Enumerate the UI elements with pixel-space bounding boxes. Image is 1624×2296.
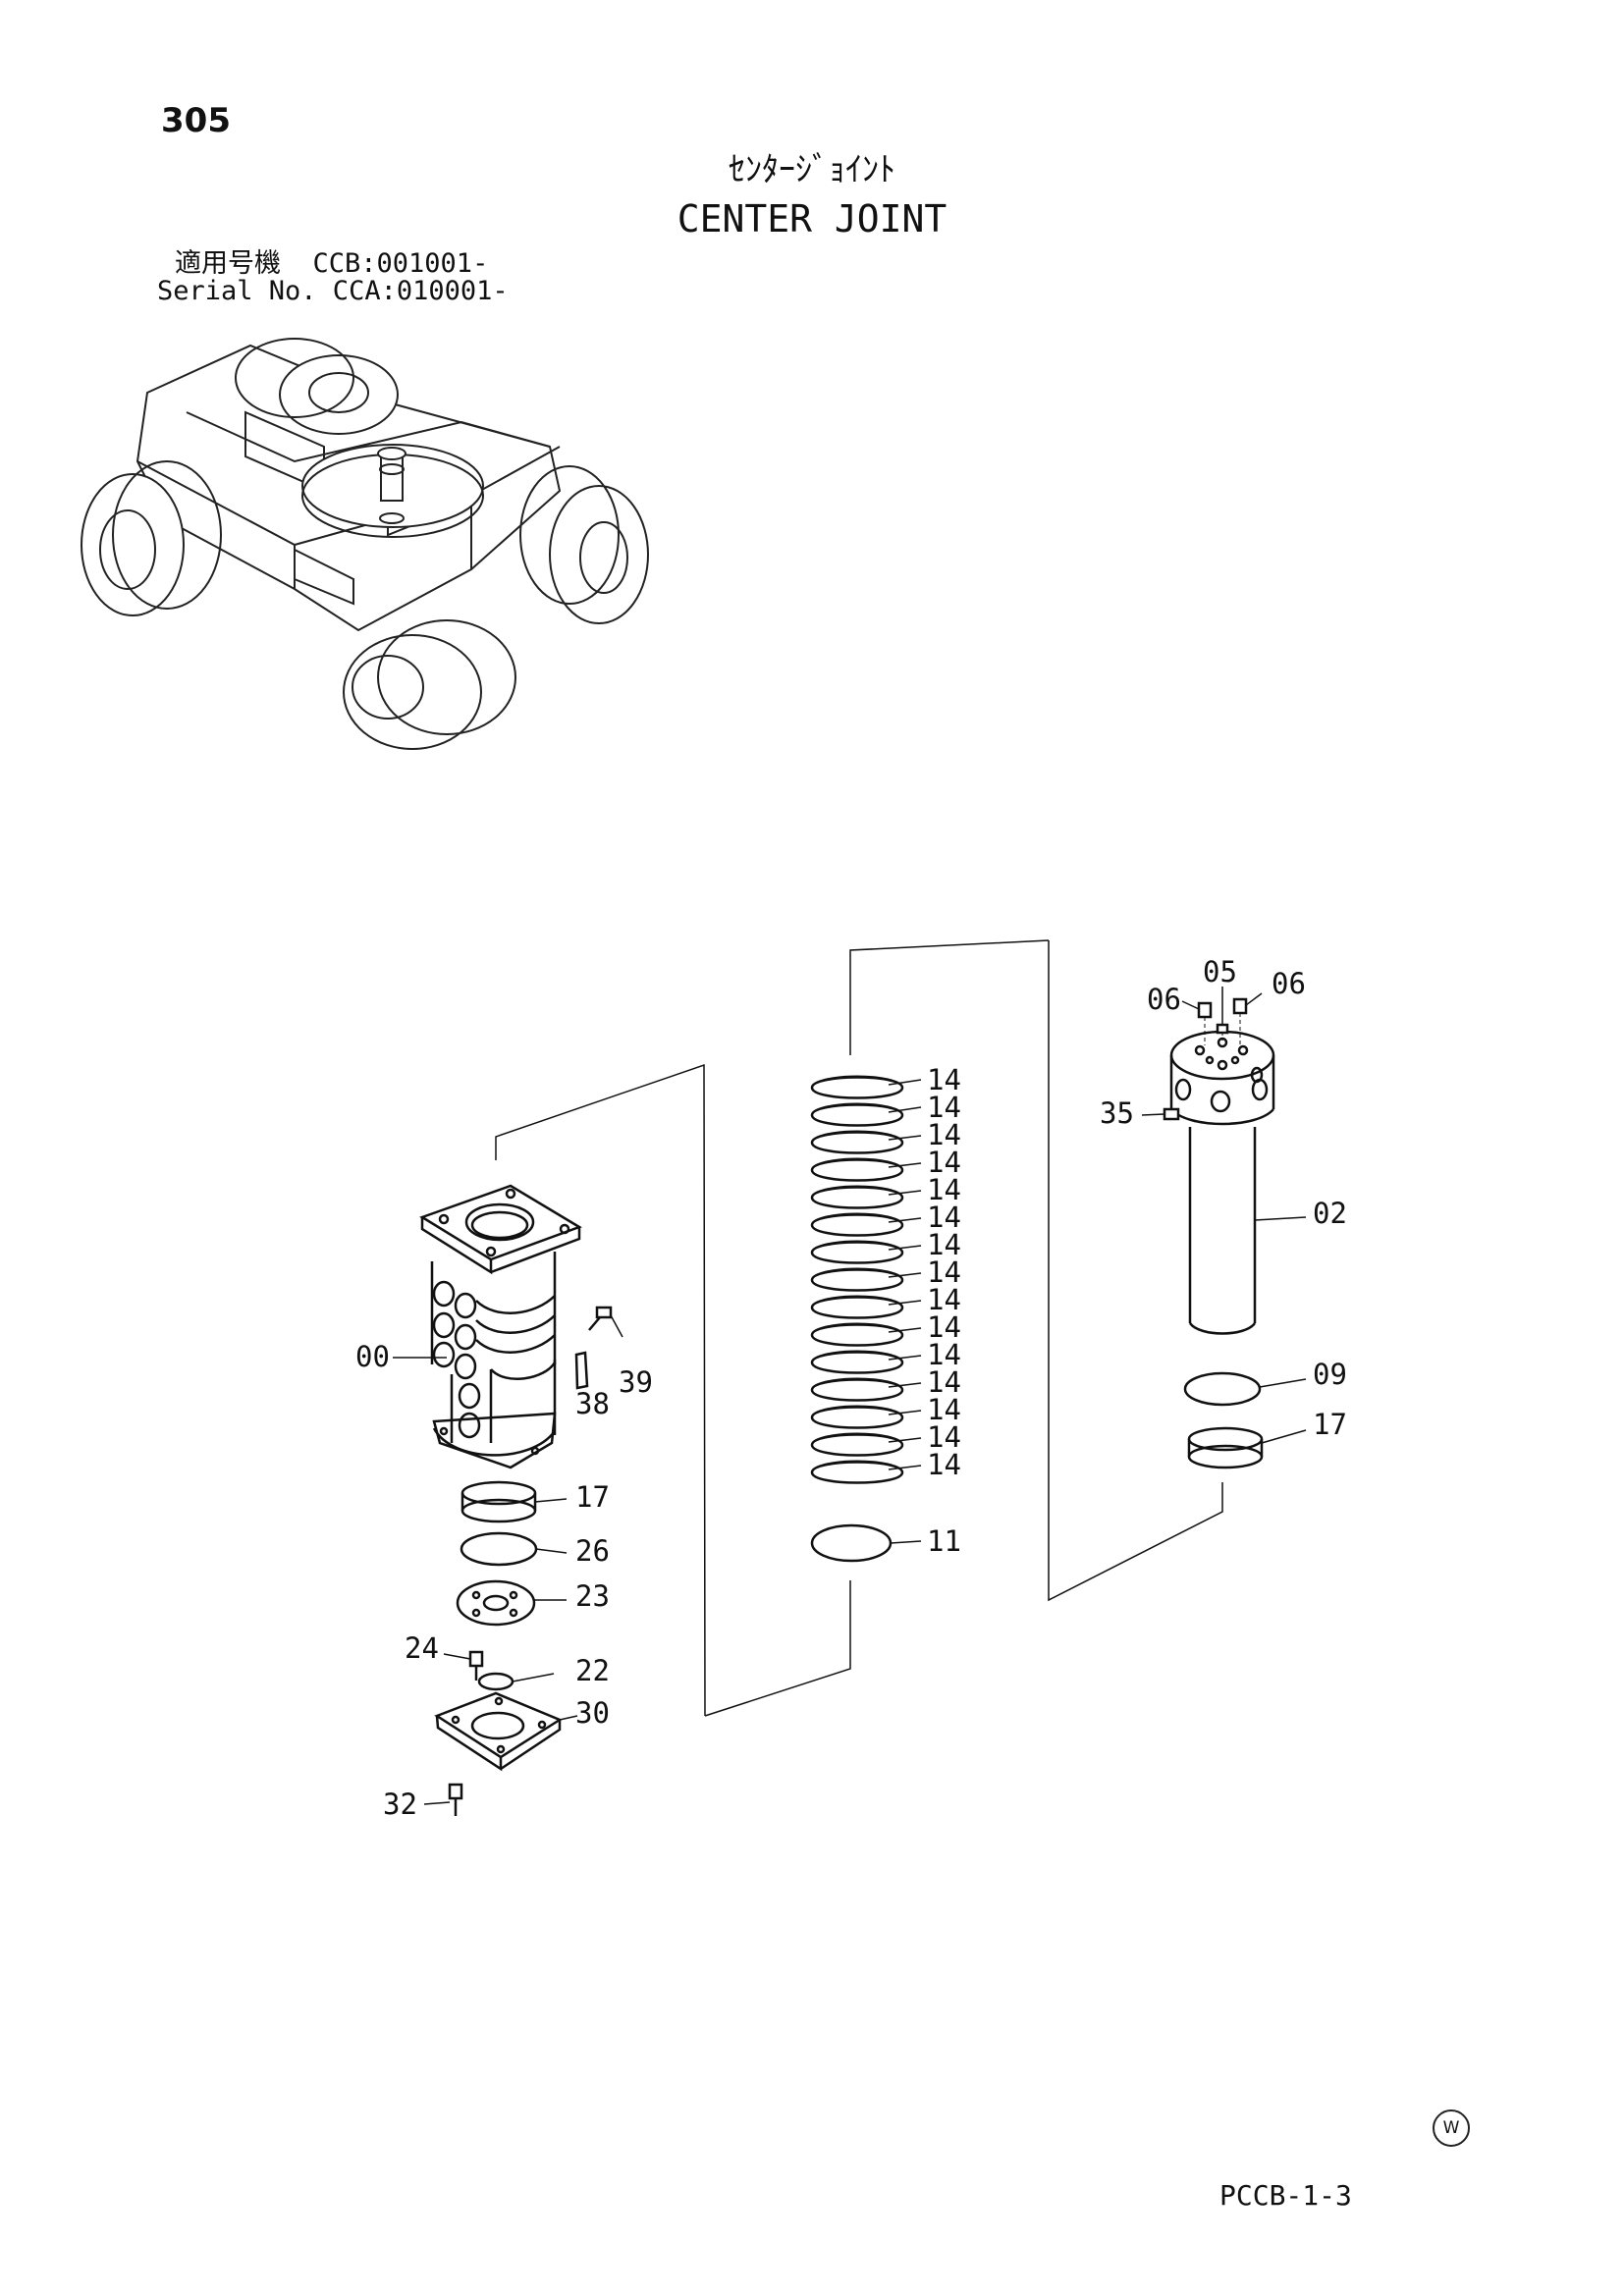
- watermark-logo: W: [1433, 2109, 1470, 2147]
- callout-38: 38: [575, 1387, 610, 1420]
- callout-26: 26: [575, 1534, 610, 1568]
- callout-14: 14: [927, 1448, 961, 1481]
- callout-22: 22: [575, 1654, 610, 1687]
- callout-14: 14: [927, 1338, 961, 1371]
- callout-02: 02: [1313, 1197, 1347, 1230]
- callout-17-right: 17: [1313, 1408, 1347, 1441]
- drawing-code: PCCB-1-3: [1219, 2179, 1352, 2212]
- center-joint-shaft-assembly: [1141, 987, 1307, 1469]
- callout-09: 09: [1313, 1358, 1347, 1391]
- callout-14: 14: [927, 1310, 961, 1344]
- callout-14: 14: [927, 1420, 961, 1454]
- seal-ring-stack: [810, 939, 1223, 1602]
- callout-05: 05: [1203, 955, 1237, 988]
- callout-06-right: 06: [1272, 967, 1306, 1000]
- callout-14: 14: [927, 1228, 961, 1261]
- callout-14: 14: [927, 1091, 961, 1124]
- callout-06-left: 06: [1147, 983, 1181, 1016]
- page-title: CENTER JOINT: [677, 197, 947, 240]
- callout-24: 24: [405, 1631, 439, 1665]
- callout-32: 32: [383, 1788, 417, 1821]
- callout-14: 14: [927, 1365, 961, 1399]
- serial-number-line: Serial No. CCA:010001-: [157, 276, 509, 306]
- center-joint-body-assembly: [393, 1063, 851, 1816]
- callout-14: 14: [927, 1201, 961, 1234]
- page-number: 305: [161, 101, 231, 140]
- callout-14: 14: [927, 1255, 961, 1289]
- callout-17-left: 17: [575, 1480, 610, 1514]
- callout-14: 14: [927, 1173, 961, 1206]
- callout-30: 30: [575, 1696, 610, 1730]
- applicable-serial-line: 適用号機 CCB:001001-: [175, 248, 489, 279]
- callout-23: 23: [575, 1579, 610, 1613]
- callout-14: 14: [927, 1283, 961, 1316]
- callout-35: 35: [1100, 1096, 1134, 1130]
- callout-14: 14: [927, 1146, 961, 1179]
- callout-14: 14: [927, 1063, 961, 1096]
- page-title-japanese: ｾﾝﾀｰｼﾞｮｲﾝﾄ: [729, 150, 895, 189]
- callout-00: 00: [355, 1340, 390, 1373]
- callout-11: 11: [927, 1524, 961, 1558]
- callout-39: 39: [619, 1365, 653, 1399]
- callout-14: 14: [927, 1118, 961, 1151]
- undercarriage-overview-illustration: [81, 338, 649, 750]
- callout-14: 14: [927, 1393, 961, 1426]
